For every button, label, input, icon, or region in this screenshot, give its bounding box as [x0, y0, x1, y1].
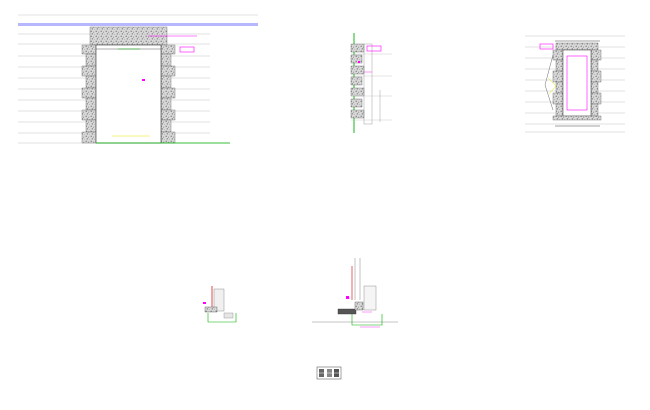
thumbnail-detail [316, 366, 342, 380]
sill-right-threshold [337, 308, 357, 315]
door-elevation-detail [525, 35, 625, 133]
door-opening [95, 44, 162, 144]
wall-section [350, 33, 392, 133]
detail-door-leaf [566, 55, 588, 111]
detail-lintel [555, 42, 599, 51]
center-mark [142, 79, 145, 81]
section-marker [358, 61, 360, 63]
sill-left-marker [203, 302, 206, 304]
detail-right-jamb [590, 49, 602, 117]
detail-tag-box [539, 43, 554, 50]
sill-right-green-outline [351, 314, 383, 326]
section-tag-box [366, 45, 382, 52]
section-stones [350, 43, 365, 119]
sill-right-frame [363, 285, 377, 311]
sill-left-block [223, 312, 234, 319]
sill-left-green-outline [207, 313, 237, 323]
sill-detail-right [312, 258, 398, 328]
detail-hinge-mark [547, 77, 557, 95]
sill-detail-left [203, 286, 237, 323]
detail-left-jamb [552, 49, 564, 117]
sill-right-stone [354, 301, 364, 311]
section-course-lines [351, 53, 392, 121]
sill-left-frame [213, 288, 225, 312]
detail-swing-arc [544, 54, 554, 111]
left-jamb-stones [81, 44, 97, 144]
sill-right-marker [346, 296, 349, 299]
section-frame [363, 43, 373, 125]
header-band [18, 23, 258, 26]
detail-sill [552, 115, 602, 121]
detail-opening [562, 49, 592, 117]
right-jamb-stones [160, 44, 176, 144]
tag-box [179, 46, 195, 53]
door-elevation-main [18, 14, 258, 144]
sill-left-stone [204, 306, 218, 313]
